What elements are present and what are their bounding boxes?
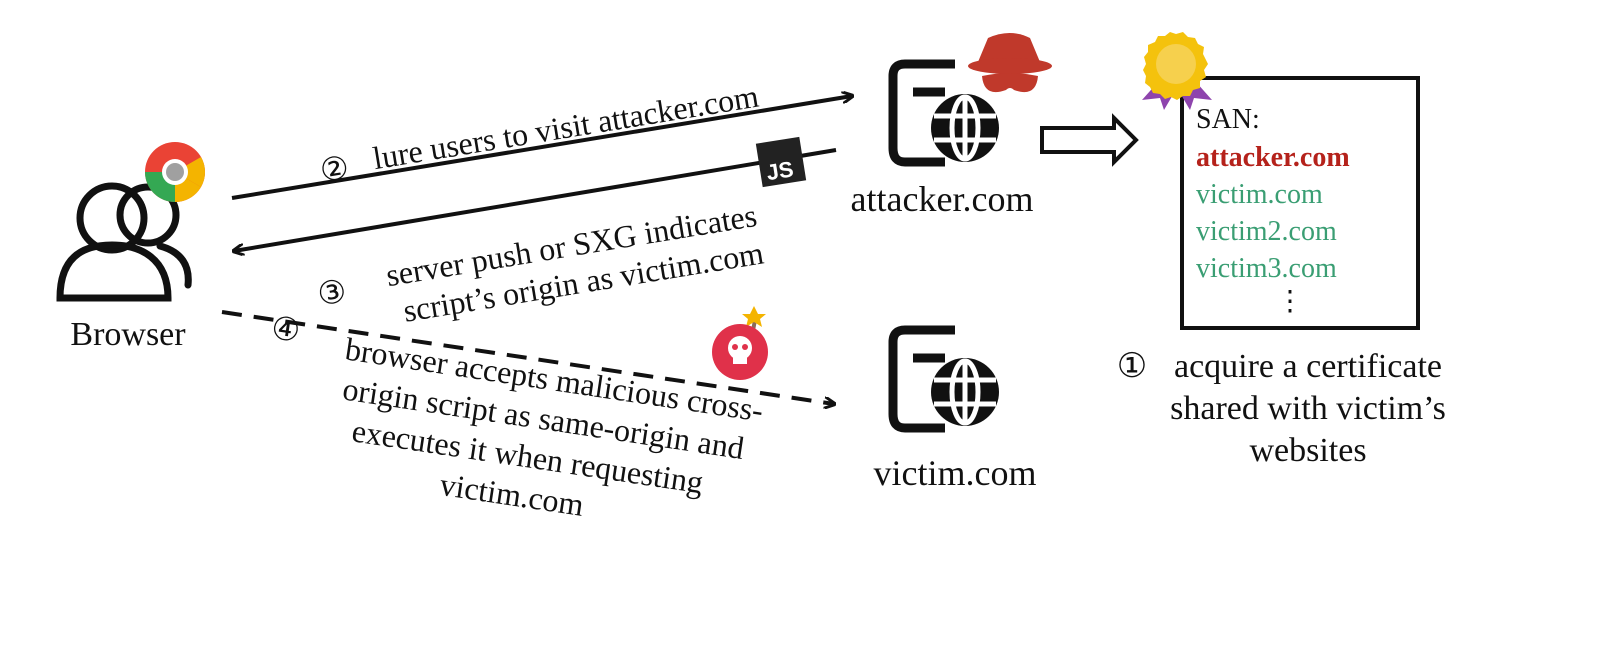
san-entry: victim2.com — [1196, 216, 1337, 247]
step2-line: lure users to visit attacker.com — [370, 78, 761, 177]
step1-line: shared with victim’s — [1170, 390, 1446, 427]
san-heading: SAN: — [1196, 104, 1260, 135]
hollow-arrow-icon — [1040, 113, 1139, 167]
step1-caption: ① acquire a certificate shared with victi… — [1117, 348, 1446, 469]
arrow-lure — [231, 96, 852, 200]
arrow-push — [234, 148, 837, 251]
step2-marker: ② — [317, 149, 351, 189]
bomb-skull-icon — [712, 306, 768, 380]
step1-marker: ① — [1117, 348, 1147, 385]
san-entry: victim3.com — [1196, 253, 1337, 284]
js-badge-icon: JS — [755, 136, 807, 188]
certificate: SAN: attacker.com victim.com victim2.com vi… — [1142, 32, 1420, 330]
chrome-icon — [144, 142, 206, 202]
san-entry: victim.com — [1196, 179, 1323, 210]
step1-line: websites — [1249, 432, 1366, 469]
certificate-box — [1180, 76, 1420, 330]
step1-lines: acquire a certificate shared with victim’… — [1170, 348, 1446, 469]
user-group-icon — [56, 182, 192, 302]
attacker-label: attacker.com — [851, 179, 1034, 219]
web-server-icon — [888, 325, 999, 433]
step3-caption: ③ server push or SXG indicates script’s … — [315, 197, 766, 329]
step3-marker: ③ — [315, 272, 349, 312]
browser-node: Browser — [56, 142, 206, 353]
arrow-execute — [221, 310, 834, 404]
victim-label: victim.com — [874, 453, 1037, 493]
spy-hat-icon — [968, 33, 1052, 93]
victim-node: victim.com — [874, 325, 1037, 493]
step4-marker: ④ — [269, 309, 303, 349]
js-badge-text: JS — [765, 156, 796, 185]
browser-label: Browser — [70, 316, 186, 353]
san-entry: attacker.com — [1196, 142, 1350, 173]
certificate-seal-icon — [1142, 32, 1212, 110]
attacker-node: attacker.com — [851, 33, 1052, 219]
san-ellipsis: ⋮ — [1276, 286, 1304, 317]
web-server-icon — [888, 59, 999, 167]
san-list: attacker.com victim.com victim2.com victim3… — [1196, 142, 1350, 284]
step1-line: acquire a certificate — [1174, 348, 1442, 385]
step4-caption: ④ browser accepts malicious cross- origi… — [269, 309, 766, 523]
